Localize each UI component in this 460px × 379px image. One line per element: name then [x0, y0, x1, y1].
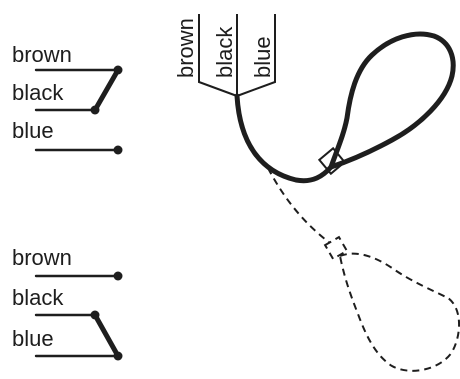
top-wiring-group: brown black blue [12, 42, 123, 155]
top-bridge-link [92, 67, 121, 113]
bottom-wiring-group: brown black blue [12, 245, 123, 361]
bottom-brown-terminal [113, 271, 123, 281]
bottom-brown-label: brown [12, 245, 72, 270]
bottom-black-label: black [12, 285, 64, 310]
probe-blue-lead [236, 14, 276, 97]
probe-brown-lead [198, 14, 238, 97]
bottom-bridge-link [92, 312, 121, 359]
probe-blue-label: blue [250, 36, 275, 78]
probe-clamp [317, 146, 347, 176]
probe-cable [234, 93, 334, 184]
probe-clamp-dashed [323, 235, 349, 261]
bottom-blue-label: blue [12, 326, 54, 351]
bottom-blue-terminal [113, 351, 123, 361]
top-blue-terminal [113, 145, 123, 155]
top-black-label: black [12, 80, 64, 105]
probe-assembly: brown black blue [173, 14, 460, 372]
top-blue-label: blue [12, 118, 54, 143]
probe-brown-label: brown [173, 18, 198, 78]
probe-black-label: black [212, 26, 237, 78]
probe-cable-dashed [267, 167, 331, 244]
probe-loop-solid [328, 31, 456, 170]
probe-loop-dashed [338, 252, 460, 372]
top-brown-label: brown [12, 42, 72, 67]
